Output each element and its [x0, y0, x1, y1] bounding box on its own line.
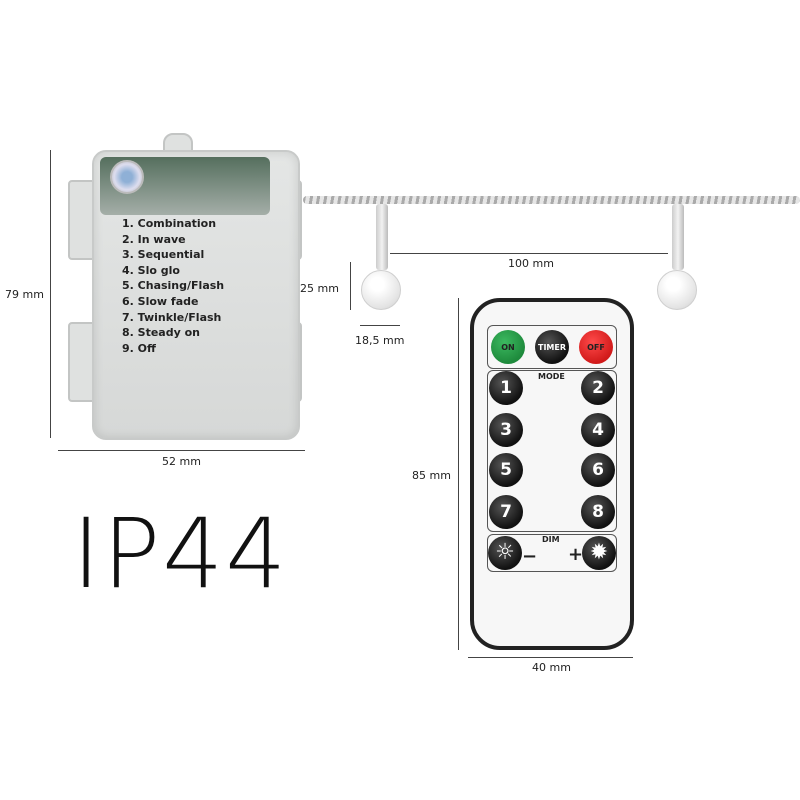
bulb-height-label: 25 mm — [300, 282, 339, 295]
bulb-stem — [376, 204, 388, 270]
mode-item: 9. Off — [122, 341, 156, 355]
mode-button-7[interactable]: 7 — [489, 495, 523, 529]
remote-height-label: 85 mm — [412, 469, 451, 482]
ip-rating: IP44 — [72, 498, 289, 610]
mode-item: 6. Slow fade — [122, 294, 199, 308]
battery-box-clip-left-bottom — [68, 322, 96, 402]
dim-down-button[interactable]: ☼ — [488, 536, 522, 570]
mode-button-8[interactable]: 8 — [581, 495, 615, 529]
spacing-line — [390, 253, 668, 254]
mode-item: 3. Sequential — [122, 248, 205, 262]
power-switch-icon[interactable] — [110, 160, 144, 194]
box-width-line — [58, 450, 305, 451]
mode-item: 5. Chasing/Flash — [122, 279, 225, 293]
bulb-height-line — [350, 262, 351, 310]
mode-button-3[interactable]: 3 — [489, 413, 523, 447]
bulb-stem — [672, 204, 684, 270]
remote-width-label: 40 mm — [532, 661, 571, 674]
off-button[interactable]: OFF — [579, 330, 613, 364]
remote-width-line — [468, 657, 633, 658]
wire — [303, 196, 800, 204]
dim-label: DIM — [542, 535, 560, 544]
on-button[interactable]: ON — [491, 330, 525, 364]
minus-sign: − — [522, 546, 538, 567]
mode-label: MODE — [538, 372, 565, 381]
mode-list: 1. Combination 2. In wave 3. Sequential … — [122, 216, 224, 356]
remote-control: ON TIMER OFF MODE 1 2 3 4 5 6 7 8 DIM ☼ … — [470, 298, 634, 650]
sun-filled-icon: ✹ — [589, 540, 609, 565]
mode-button-6[interactable]: 6 — [581, 453, 615, 487]
mode-button-2[interactable]: 2 — [581, 371, 615, 405]
mode-item: 7. Twinkle/Flash — [122, 310, 222, 324]
remote-height-line — [458, 298, 459, 650]
box-width-label: 52 mm — [162, 455, 201, 468]
mode-panel — [487, 370, 617, 532]
mode-item: 1. Combination — [122, 217, 217, 230]
mode-button-1[interactable]: 1 — [489, 371, 523, 405]
bulb — [657, 270, 697, 310]
mode-item: 4. Slo glo — [122, 263, 180, 277]
timer-button[interactable]: TIMER — [535, 330, 569, 364]
sun-outline-icon: ☼ — [495, 540, 515, 565]
plus-sign: + — [568, 544, 584, 565]
mode-item: 2. In wave — [122, 232, 186, 246]
bulb-width-label: 18,5 mm — [355, 334, 405, 347]
bulb-width-line — [360, 325, 400, 326]
power-panel — [487, 325, 617, 369]
mode-button-4[interactable]: 4 — [581, 413, 615, 447]
mode-item: 8. Steady on — [122, 326, 200, 340]
spacing-label: 100 mm — [508, 257, 554, 270]
dim-up-button[interactable]: ✹ — [582, 536, 616, 570]
bulb — [361, 270, 401, 310]
box-height-label: 79 mm — [5, 288, 44, 301]
box-height-line — [50, 150, 51, 438]
mode-button-5[interactable]: 5 — [489, 453, 523, 487]
battery-box-clip-left-top — [68, 180, 96, 260]
dim-panel — [487, 534, 617, 572]
